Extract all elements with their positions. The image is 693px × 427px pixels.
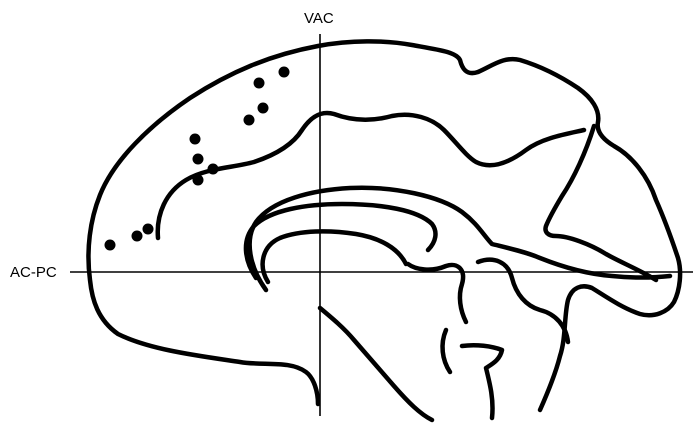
ac-pc-axis-label: AC-PC [10, 264, 57, 281]
cingulate-contour [158, 113, 584, 238]
site-marker [193, 154, 204, 165]
medulla-contour [462, 345, 502, 418]
site-marker [208, 164, 219, 175]
site-marker [193, 175, 204, 186]
site-marker [279, 67, 290, 78]
cingulate-gyrus-arch [250, 188, 670, 290]
corpus-callosum-inner [263, 231, 406, 282]
vac-axis-label: VAC [304, 10, 334, 27]
site-marker [190, 134, 201, 145]
brain-outer-outline [88, 41, 680, 410]
site-marker [143, 224, 154, 235]
site-marker [244, 115, 255, 126]
parieto-occipital-contour [545, 126, 656, 280]
site-marker [258, 103, 269, 114]
hypothalamus-contour [443, 330, 450, 372]
pons-contour [320, 308, 432, 420]
site-marker [105, 240, 116, 251]
site-marker [132, 231, 143, 242]
site-marker [254, 78, 265, 89]
